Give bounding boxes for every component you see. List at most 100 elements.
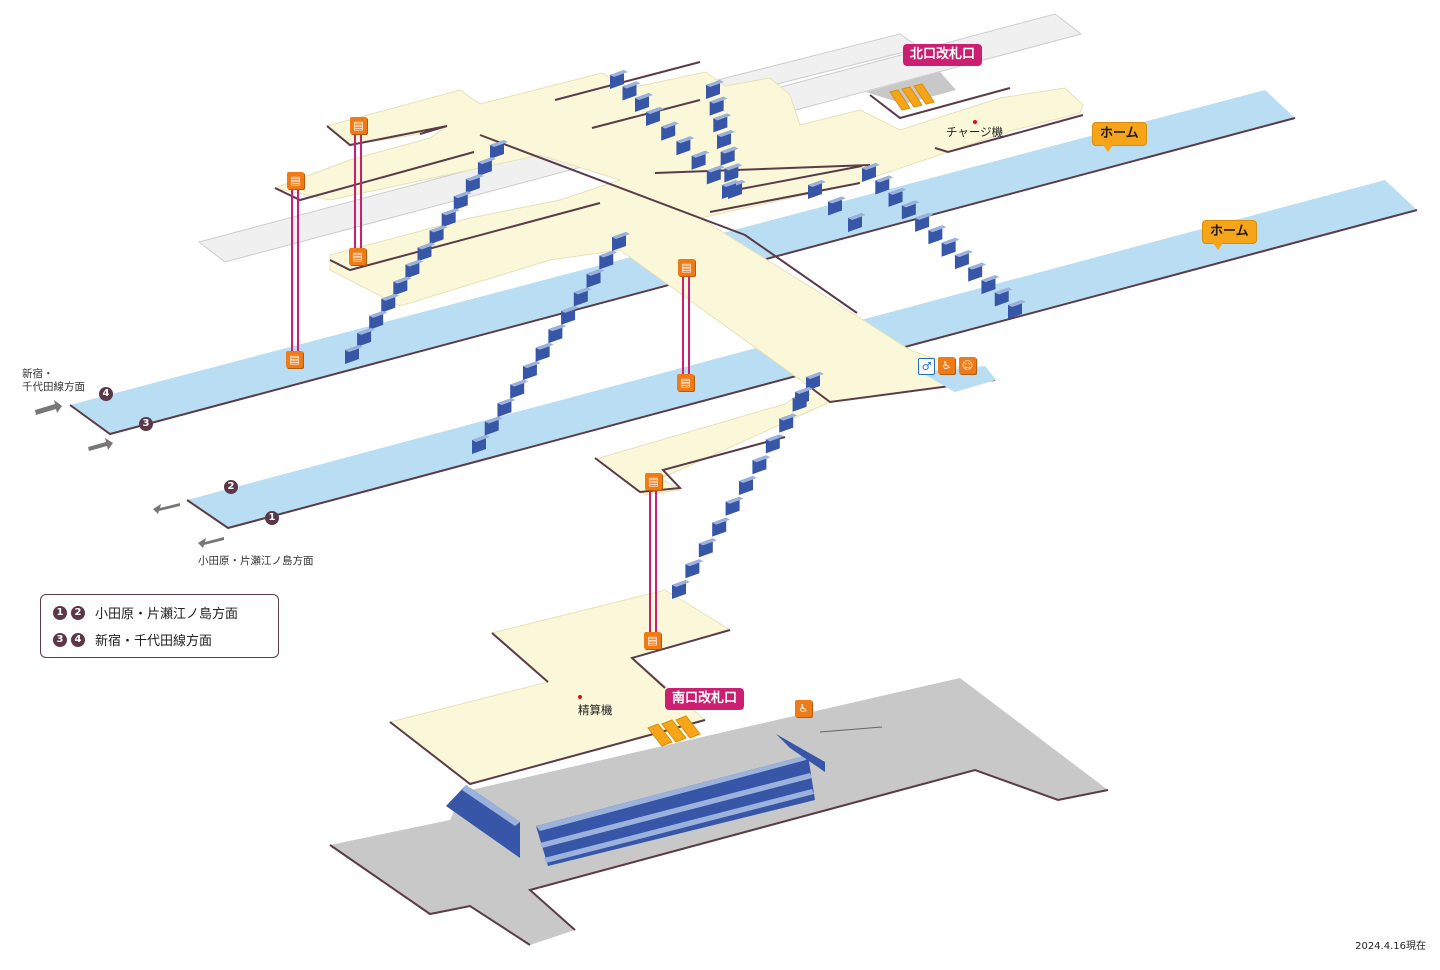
staircase bbox=[808, 180, 866, 232]
stair-tread bbox=[472, 435, 490, 442]
elevator-icon[interactable]: ▤ bbox=[677, 374, 694, 391]
stair-tread bbox=[901, 200, 920, 208]
stair-tread bbox=[698, 538, 717, 546]
legend-text: 新宿・千代田線方面 bbox=[95, 634, 213, 649]
stair-tread bbox=[676, 136, 695, 144]
north-turnstiles bbox=[889, 83, 935, 111]
legend: 1 2 小田原・片瀬江ノ島方面 3 4 新宿・千代田線方面 bbox=[40, 594, 279, 658]
staircase bbox=[862, 163, 1026, 319]
stair-tread bbox=[381, 293, 400, 301]
platform-number-1: 1 bbox=[265, 511, 279, 525]
toilet-icon[interactable]: ♂ bbox=[918, 358, 935, 375]
stair-tread bbox=[828, 196, 846, 204]
stair-tread bbox=[1008, 300, 1026, 307]
staircase bbox=[610, 70, 653, 112]
stair-tread bbox=[875, 175, 894, 183]
platform-number-3: 3 bbox=[139, 417, 153, 431]
stair-tread bbox=[477, 157, 496, 165]
fare-adjust-machine-label: 精算機 bbox=[578, 703, 613, 717]
stair-tread bbox=[548, 324, 567, 332]
fare-machine-marker bbox=[578, 695, 582, 699]
platform-number-2: 2 bbox=[224, 480, 238, 494]
stair-tread bbox=[706, 165, 725, 173]
direction-odawara: 小田原・片瀬江ノ島方面 bbox=[198, 555, 314, 567]
legend-number: 2 bbox=[71, 605, 85, 620]
stair-tread bbox=[561, 305, 580, 313]
legend-text: 小田原・片瀬江ノ島方面 bbox=[95, 607, 239, 622]
stair-tread bbox=[453, 191, 472, 199]
elevator-icon[interactable]: ▤ bbox=[286, 351, 303, 368]
platform-label-lower: ホーム bbox=[1202, 220, 1257, 250]
stair-tread bbox=[941, 237, 960, 245]
elevator-icon[interactable]: ▤ bbox=[349, 248, 366, 265]
stair-tread bbox=[635, 93, 653, 100]
stair-tread bbox=[724, 163, 743, 171]
stair-tread bbox=[672, 580, 690, 587]
stair-tread bbox=[586, 268, 605, 276]
stair-tread bbox=[441, 208, 460, 216]
legend-row-odawara: 1 2 小田原・片瀬江ノ島方面 bbox=[53, 603, 238, 622]
stair-tread bbox=[717, 130, 735, 137]
stair-tread bbox=[795, 387, 813, 394]
nursing-room-icon[interactable]: ☺ bbox=[959, 357, 976, 374]
elevator-icon[interactable]: ▤ bbox=[644, 632, 661, 649]
stair-tread bbox=[393, 276, 412, 284]
accessible-toilet-icon[interactable]: ♿ bbox=[938, 357, 955, 374]
elevator-icon[interactable]: ▤ bbox=[645, 473, 662, 490]
stair-tread bbox=[510, 379, 529, 387]
stair-tread bbox=[484, 416, 503, 424]
stair-tread bbox=[712, 517, 731, 525]
north-gate-label: 北口改札口 bbox=[903, 44, 983, 66]
stair-tread bbox=[465, 174, 484, 182]
south-gate-label: 南口改札口 bbox=[665, 688, 745, 710]
stair-tread bbox=[981, 275, 1000, 283]
stair-tread bbox=[968, 262, 987, 270]
exit-stairs bbox=[446, 734, 825, 866]
charge-machine-label: チャージ機 bbox=[946, 125, 1004, 139]
legend-number: 1 bbox=[53, 605, 67, 620]
stair-tread bbox=[720, 146, 739, 154]
stair-tread bbox=[691, 150, 710, 158]
direction-shinjuku-line2: 千代田線方面 bbox=[22, 381, 85, 393]
stair-tread bbox=[994, 287, 1013, 295]
stair-tread bbox=[490, 140, 508, 147]
stair-tread bbox=[808, 180, 826, 187]
direction-arrows bbox=[35, 400, 224, 548]
stair-tread bbox=[646, 107, 664, 114]
stair-tread bbox=[752, 455, 771, 463]
elevator-icon[interactable]: ▤ bbox=[287, 172, 304, 189]
stair-tread bbox=[848, 213, 866, 220]
legend-number: 3 bbox=[53, 632, 67, 647]
charge-machine-marker bbox=[973, 120, 977, 124]
stair-tread bbox=[622, 81, 641, 89]
stair-tread bbox=[888, 187, 907, 195]
elevator-icon[interactable]: ▤ bbox=[678, 259, 695, 276]
stair-tread bbox=[928, 225, 947, 233]
stair-tread bbox=[497, 398, 516, 406]
stair-tread bbox=[739, 476, 757, 483]
stair-tread bbox=[429, 225, 448, 233]
stair-tread bbox=[725, 496, 744, 504]
stair-tread bbox=[345, 345, 363, 352]
platform-label-upper: ホーム bbox=[1092, 122, 1147, 152]
date-stamp: 2024.4.16現在 bbox=[1355, 941, 1426, 952]
stair-tread bbox=[713, 113, 732, 121]
staircase bbox=[672, 372, 824, 599]
elevator-shafts bbox=[291, 128, 690, 637]
south-turnstiles bbox=[647, 715, 701, 747]
direction-shinjuku-line1: 新宿・ bbox=[22, 368, 54, 380]
staircase bbox=[646, 107, 740, 199]
stair-tread bbox=[610, 70, 628, 77]
stair-tread bbox=[535, 342, 554, 350]
stair-tread bbox=[709, 96, 728, 104]
stair-tread bbox=[779, 413, 798, 421]
stair-tread bbox=[806, 372, 824, 379]
stair-tread bbox=[862, 163, 880, 170]
legend-number: 4 bbox=[71, 632, 85, 647]
stair-tread bbox=[599, 250, 618, 258]
elevator-icon[interactable]: ▤ bbox=[350, 117, 367, 134]
stair-tread bbox=[954, 250, 973, 258]
wheelchair-icon[interactable]: ♿ bbox=[795, 700, 812, 717]
stair-tread bbox=[685, 559, 704, 567]
